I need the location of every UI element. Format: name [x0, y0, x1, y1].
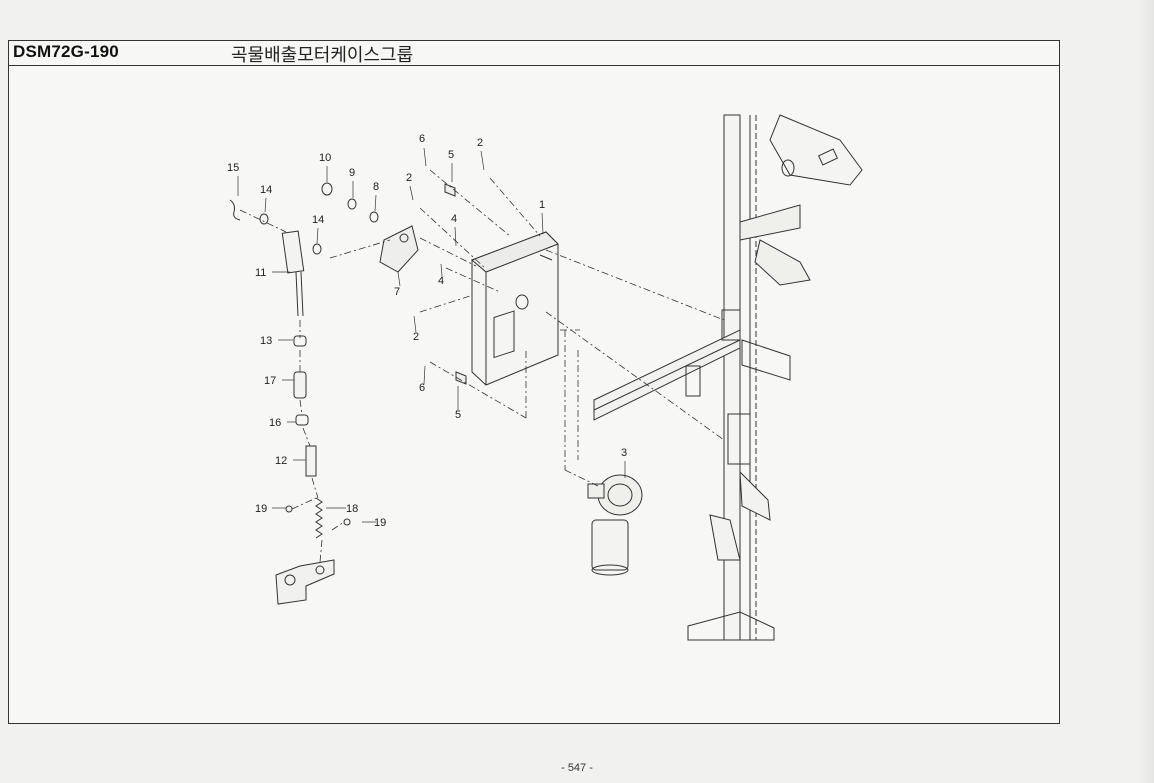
part-label: 14: [312, 214, 324, 226]
part-label: 10: [319, 152, 331, 164]
part-label: 5: [448, 149, 454, 161]
header-bar: DSM72G-190 곡물배출모터케이스그룹: [9, 41, 1059, 66]
part-label: 16: [269, 417, 281, 429]
lever-11: [281, 230, 305, 317]
rod-assembly: [285, 335, 351, 539]
part-label: 5: [455, 409, 461, 421]
diagram-frame: DSM72G-190 곡물배출모터케이스그룹: [8, 40, 1060, 724]
part-label: 7: [394, 286, 400, 298]
part-label: 2: [406, 172, 412, 184]
part-label: 11: [255, 267, 266, 279]
part-label: 4: [438, 275, 444, 287]
part-label: 6: [419, 133, 425, 145]
part-label: 6: [419, 382, 425, 394]
part-label: 2: [477, 137, 483, 149]
drive-motor: [587, 474, 643, 576]
model-code: DSM72G-190: [13, 42, 119, 61]
bracket-7: [379, 225, 419, 273]
page-number: - 547 -: [561, 762, 593, 774]
part-label: 12: [275, 455, 287, 467]
linkage-base: [275, 559, 335, 605]
assembly-lines: [239, 169, 725, 563]
page-title: 곡물배출모터케이스그룹: [231, 45, 414, 66]
frame-structure: [593, 114, 863, 641]
part-label: 13: [260, 335, 272, 347]
part-label: 14: [260, 184, 272, 196]
part-label: 8: [373, 181, 379, 193]
part-label: 1: [539, 199, 545, 211]
part-label: 18: [346, 503, 358, 515]
part-label: 19: [255, 503, 267, 515]
scan-edge: [1138, 0, 1154, 783]
part-label: 9: [349, 167, 355, 179]
part-label: 19: [374, 517, 386, 529]
leader-lines: [237, 147, 626, 523]
part-label: 15: [227, 162, 239, 174]
part-label: 2: [413, 331, 419, 343]
part-labels: 15 14 14 10 9 8 11 7 6 5 2 2 4 4 1 2 6 5…: [227, 133, 627, 529]
motor-case: [471, 231, 559, 386]
part-label: 17: [264, 375, 276, 387]
part-label: 4: [451, 213, 457, 225]
part-label: 3: [621, 447, 627, 459]
washers-and-clips: [229, 182, 467, 385]
